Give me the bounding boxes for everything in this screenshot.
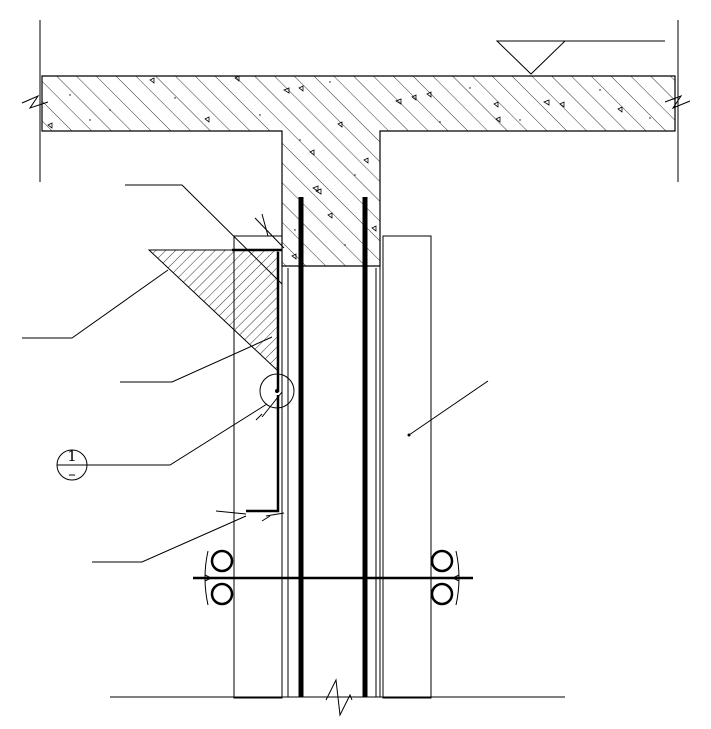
concrete-aggregate [47, 75, 623, 260]
leader-right [408, 380, 489, 436]
right-break-line [664, 94, 691, 110]
left-break-line [21, 94, 49, 109]
callout-sheet: – [68, 465, 76, 483]
leader-callout [86, 403, 268, 466]
right-clamp [430, 549, 460, 606]
leader-top [125, 184, 283, 285]
right-formwork-panel [382, 235, 432, 699]
elevation-triangle [495, 40, 567, 75]
angle-bracket [246, 395, 280, 513]
slab-outline [41, 75, 676, 267]
connection-hardware [215, 213, 295, 522]
concrete-slab-beam [41, 75, 676, 267]
wedge-triangle [147, 249, 279, 373]
timber-wedge [147, 248, 282, 373]
concrete-sand-dots [69, 81, 651, 246]
leader-lines [22, 184, 489, 563]
left-clamp [204, 549, 234, 606]
detail-callout: 1 – [56, 447, 88, 483]
elevation-marker [495, 40, 665, 75]
tie-bolt-assembly [193, 549, 473, 606]
callout-number: 1 [67, 447, 77, 465]
leader-bottom [92, 515, 247, 563]
leader-left [22, 269, 169, 339]
formwork [233, 235, 432, 699]
boundary-lines [39, 20, 679, 698]
reinforcement [298, 197, 368, 697]
detail-circle [259, 373, 295, 409]
leader-middle [120, 336, 273, 383]
